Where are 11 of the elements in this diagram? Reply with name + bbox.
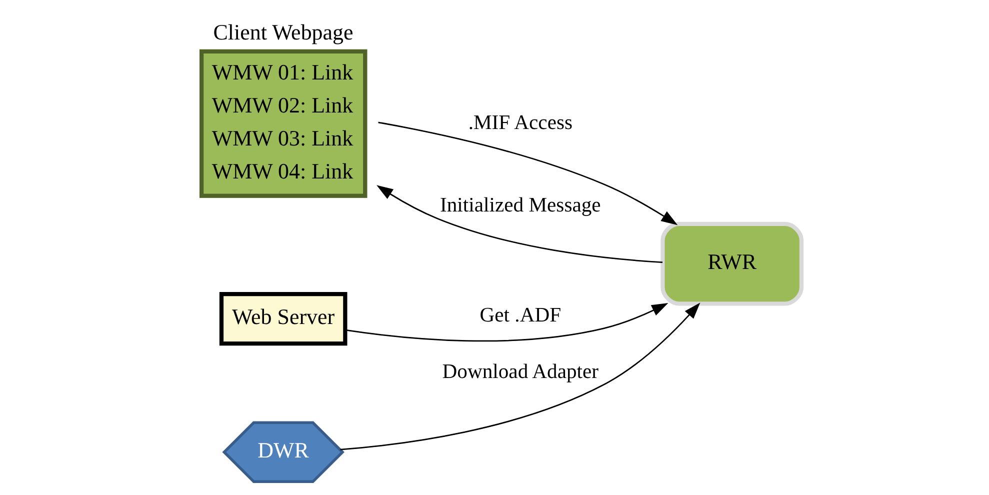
edge-label: .MIF Access [468, 112, 572, 134]
arrow [376, 185, 662, 263]
node-box: RWR [660, 222, 804, 306]
node-label: Client Webpage [212, 20, 353, 45]
arrow [345, 302, 668, 342]
arrow [340, 302, 700, 450]
node-box: Web Server [218, 292, 347, 346]
edge-label: Get .ADF [479, 304, 561, 327]
arrow [378, 122, 678, 226]
edge-label: Initialized Message [440, 194, 600, 217]
edge-label: Download Adapter [442, 360, 598, 383]
